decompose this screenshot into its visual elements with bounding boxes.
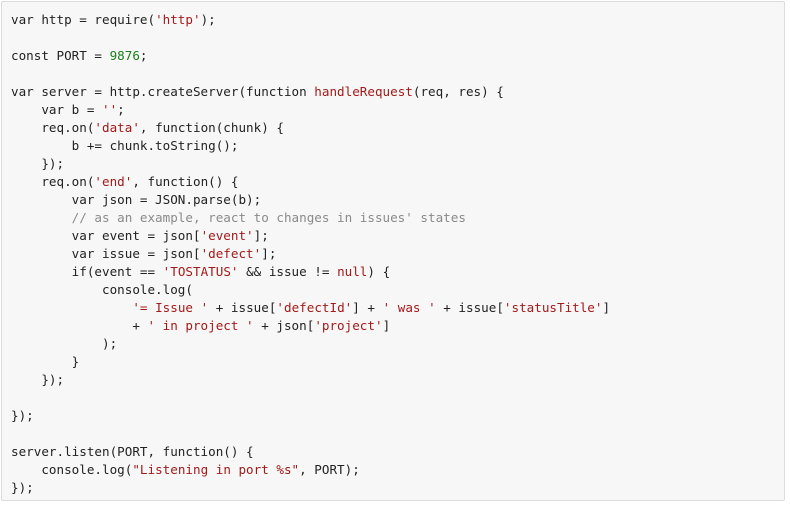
code-line: var issue = json['defect']; [11,245,784,263]
code-token: } [11,354,80,369]
code-block: var http = require('http'); const PORT = … [1,1,785,501]
code-string: 'end' [94,174,133,189]
code-string: 'data' [94,120,140,135]
code-token: handleRequest [314,84,413,99]
code-token: , function(chunk) { [139,120,284,135]
code-token: console.log( [11,282,193,297]
code-token: null [337,264,368,279]
code-token: ]; [253,228,269,243]
code-line: }); [11,155,784,173]
code-line [11,65,784,83]
code-token: var json = JSON.parse(b); [11,192,262,207]
code-line: const PORT = 9876; [11,47,784,65]
code-string: ' in project ' [147,318,254,333]
code-line: // as an example, react to changes in is… [11,209,784,227]
code-string: ' was ' [382,300,436,315]
code-token: + issue[ [435,300,504,315]
code-token: var http = require( [11,12,156,27]
code-line: req.on('end', function() { [11,173,784,191]
code-lines: var http = require('http'); const PORT = … [11,11,784,497]
code-token: , function() { [132,174,239,189]
code-string: 'event' [200,228,254,243]
code-line: var json = JSON.parse(b); [11,191,784,209]
code-line [11,389,784,407]
code-token: }); [11,408,34,423]
code-line: + ' in project ' + json['project'] [11,317,784,335]
code-line: req.on('data', function(chunk) { [11,119,784,137]
code-token: && issue != [238,264,338,279]
code-token: }); [11,372,65,387]
code-token: if(event == [11,264,163,279]
code-line [11,29,784,47]
code-token: + [11,318,148,333]
code-line: } [11,353,784,371]
code-line: if(event == 'TOSTATUS' && issue != null)… [11,263,784,281]
code-string: 'statusTitle' [503,300,603,315]
code-token: ] [602,300,611,315]
code-token: var b = [11,102,102,117]
code-line: var b = ''; [11,101,784,119]
code-line: console.log("Listening in port %s", PORT… [11,461,784,479]
code-string: 'defectId' [276,300,353,315]
code-string: 'http' [155,12,201,27]
code-comment: // as an example, react to changes in is… [11,210,466,225]
code-line: '= Issue ' + issue['defectId'] + ' was '… [11,299,784,317]
code-line: var server = http.createServer(function … [11,83,784,101]
code-token: server.listen(PORT, function() { [11,444,254,459]
code-token: (req, res) { [412,84,504,99]
code-string: 'TOSTATUS' [162,264,239,279]
code-line: }); [11,479,784,497]
code-token: const PORT = [11,48,110,63]
code-token: ); [11,336,118,351]
code-string: 'project' [314,318,383,333]
code-token: + issue[ [208,300,277,315]
code-token: ; [117,102,125,117]
code-token: var server = http.createServer(function [11,84,315,99]
code-line: var event = json['event']; [11,227,784,245]
code-token: ) { [367,264,391,279]
code-token: ); [200,12,216,27]
code-line: var http = require('http'); [11,11,784,29]
code-token: ] [382,318,391,333]
code-token: ] + [352,300,383,315]
code-string: '' [102,102,118,117]
code-line: }); [11,407,784,425]
code-line: server.listen(PORT, function() { [11,443,784,461]
code-line: console.log( [11,281,784,299]
code-token: + json[ [253,318,315,333]
code-line: }); [11,371,784,389]
code-token: }); [11,480,34,495]
code-token: ]; [261,246,277,261]
code-token: console.log( [11,462,133,477]
code-line: ); [11,335,784,353]
code-token: req.on( [11,174,95,189]
code-string: '= Issue ' [132,300,209,315]
code-string: 'defect' [200,246,262,261]
code-token: req.on( [11,120,95,135]
code-line [11,425,784,443]
code-token: }); [11,156,65,171]
code-token: var event = json[ [11,228,201,243]
code-string: "Listening in port %s" [132,462,300,477]
code-token: b += chunk.toString(); [11,138,239,153]
code-line: b += chunk.toString(); [11,137,784,155]
code-number: 9876 [109,48,140,63]
code-token: ; [139,48,148,63]
code-token [11,300,132,315]
code-token: var issue = json[ [11,246,201,261]
code-token: , PORT); [299,462,360,477]
